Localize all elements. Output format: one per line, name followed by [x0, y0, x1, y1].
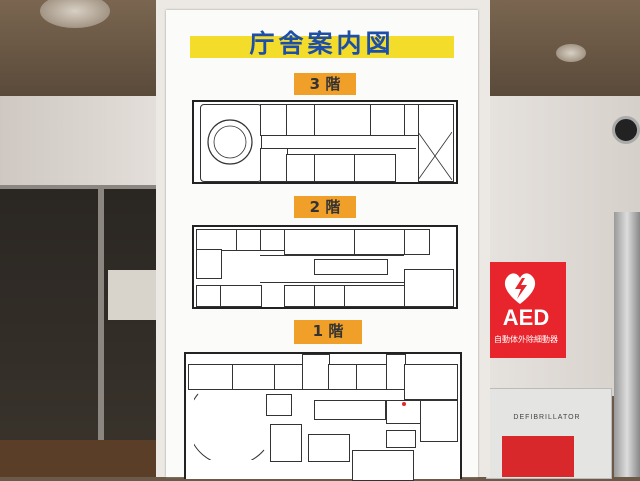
room	[302, 354, 330, 390]
room	[284, 229, 356, 255]
floor-tag-1: 1 階	[294, 320, 362, 344]
aed-title: AED	[502, 305, 550, 330]
room	[418, 104, 454, 182]
floor-tag-3: 3 階	[294, 73, 356, 95]
corridor	[260, 255, 404, 283]
room	[370, 104, 406, 136]
door-panel	[108, 270, 156, 320]
room	[274, 364, 304, 390]
floor-plan-3	[192, 100, 458, 184]
door-frame-mid	[98, 185, 104, 445]
room	[404, 269, 454, 307]
room	[308, 434, 350, 462]
room	[284, 285, 316, 307]
room	[232, 364, 276, 390]
corridor	[260, 135, 416, 149]
room	[196, 229, 238, 251]
ceiling-light	[40, 0, 110, 28]
glass-door	[0, 185, 160, 477]
room	[196, 249, 222, 279]
room	[314, 154, 356, 182]
room	[386, 354, 406, 390]
room	[196, 285, 222, 307]
current-location-marker	[402, 402, 406, 406]
ceiling-light	[556, 44, 586, 62]
room	[286, 104, 316, 136]
floor-plan-1	[184, 352, 462, 481]
aed-heart-icon	[504, 273, 536, 304]
room	[260, 104, 288, 136]
room	[188, 364, 234, 390]
cabinet-label: DEFIBRILLATOR	[513, 414, 581, 421]
speaker-icon	[612, 116, 640, 144]
room	[354, 229, 406, 255]
assembly-hall-icon	[207, 119, 253, 165]
marble-wall-left	[0, 96, 160, 192]
lobby-arc-icon	[194, 393, 265, 460]
room	[328, 364, 358, 390]
room	[260, 229, 286, 251]
room	[236, 229, 262, 251]
room	[220, 285, 262, 307]
room	[420, 400, 458, 442]
floor	[0, 440, 160, 477]
floor-plan-2	[192, 225, 458, 309]
room	[314, 285, 346, 307]
room	[352, 450, 414, 481]
void-area-icon	[418, 132, 452, 180]
room	[314, 259, 388, 275]
room	[314, 104, 372, 136]
room	[286, 154, 316, 182]
metal-pole	[614, 212, 640, 477]
door-frame-top	[0, 185, 160, 189]
floor-tag-2: 2 階	[294, 196, 356, 218]
room	[404, 364, 458, 400]
room	[404, 229, 430, 255]
title-highlight	[190, 36, 454, 58]
room	[344, 285, 406, 307]
room	[354, 154, 396, 182]
aed-box	[502, 436, 574, 477]
room	[266, 394, 292, 416]
room	[260, 148, 288, 182]
room	[386, 430, 416, 448]
room	[314, 400, 386, 420]
room	[270, 424, 302, 462]
aed-subtitle: 自動体外除細動器	[494, 335, 558, 344]
board-title: 庁舎案内図	[249, 29, 395, 58]
room	[356, 364, 388, 390]
